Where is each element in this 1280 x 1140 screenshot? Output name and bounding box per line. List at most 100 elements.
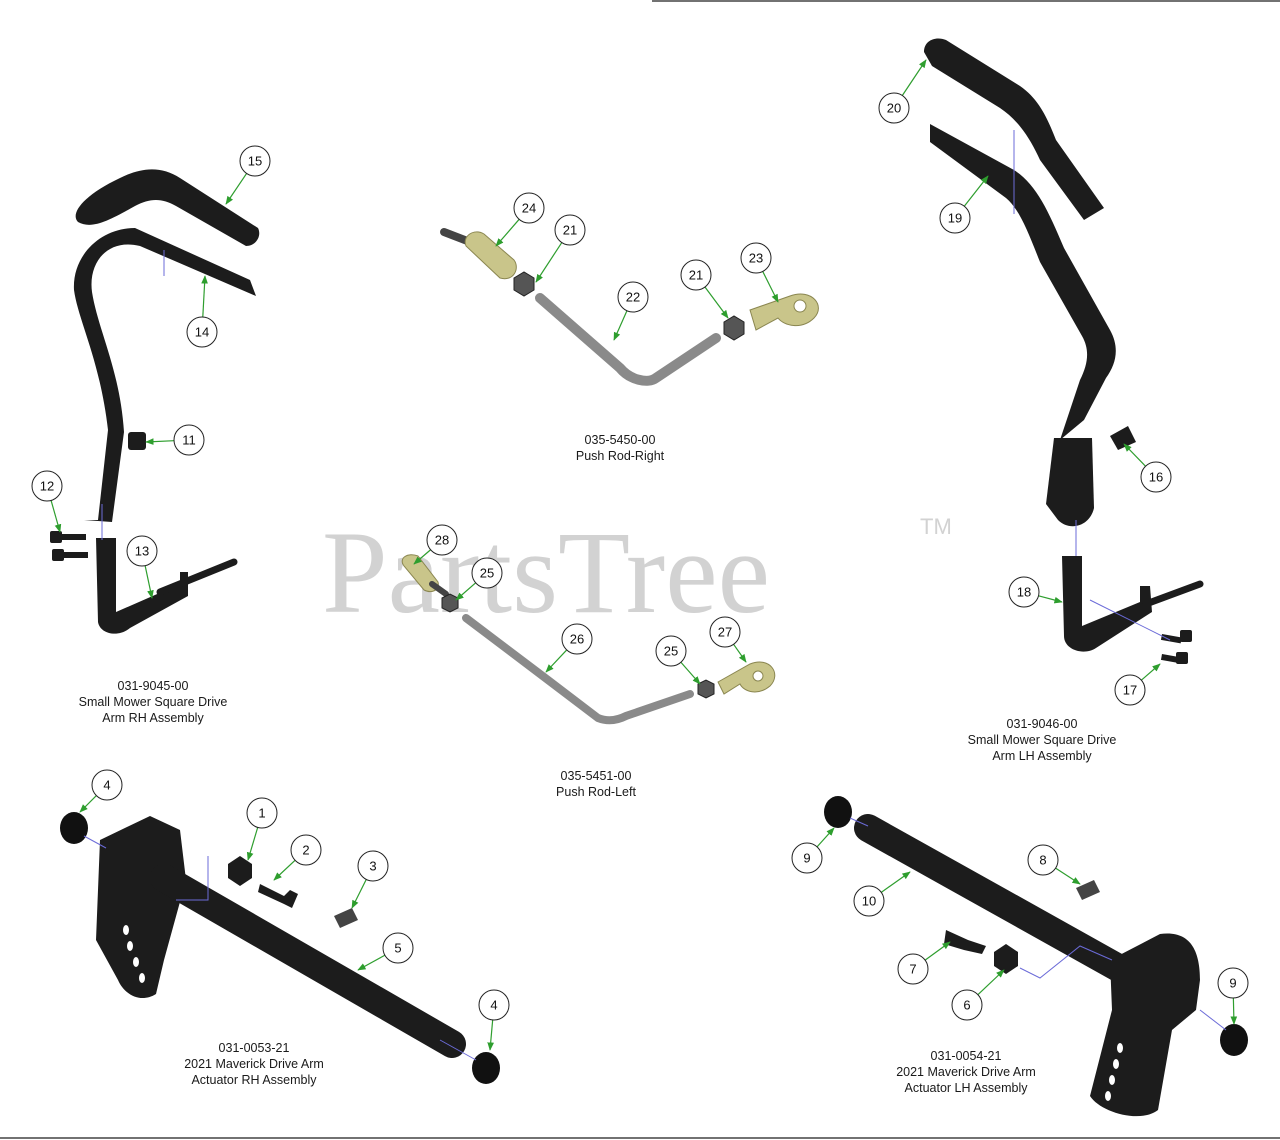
- part-1-nut: [228, 856, 252, 886]
- part-25-nut-b: [697, 679, 715, 699]
- callout-c6: 6: [951, 969, 1005, 1021]
- callout-label: 20: [887, 101, 901, 116]
- callout-circle: [791, 842, 823, 874]
- caption-line: Push Rod-Left: [556, 785, 636, 799]
- caption-line: Arm RH Assembly: [102, 711, 204, 725]
- callout-label: 13: [135, 544, 149, 559]
- callout-c14: 14: [186, 275, 218, 348]
- callout-c17: 17: [1114, 663, 1161, 706]
- callout-label: 4: [103, 778, 110, 793]
- part-17-bolts: [1160, 630, 1192, 664]
- callout-label: 17: [1123, 683, 1137, 698]
- callout-circle: [471, 557, 503, 589]
- callout-label: 6: [963, 998, 970, 1013]
- callout-c28: 28: [413, 524, 458, 565]
- rh-actuator-assembly: [60, 812, 500, 1084]
- callout-label: 9: [1229, 976, 1236, 991]
- caption-line: Arm LH Assembly: [992, 749, 1092, 763]
- part-20-grip: [924, 38, 1104, 220]
- rh-arm-assembly: [50, 169, 260, 634]
- callout-leader: [963, 175, 989, 207]
- callout-leader: [1038, 595, 1063, 604]
- part-18-shaft: [1142, 580, 1204, 608]
- callout-c1: 1: [246, 797, 278, 861]
- part-22-rod: [535, 293, 721, 386]
- caption-part-number: 035-5450-00: [584, 433, 656, 447]
- part-3-fitting: [334, 908, 358, 928]
- callout-label: 9: [803, 851, 810, 866]
- watermark: PartsTree TM: [322, 507, 952, 638]
- callout-c25b: 25: [655, 635, 701, 685]
- callout-circle: [617, 281, 649, 313]
- part-4-cap-a: [60, 812, 88, 844]
- callout-c20: 20: [878, 59, 927, 124]
- callout-circle: [939, 202, 971, 234]
- callout-leader: [201, 275, 208, 318]
- callout-c2: 2: [273, 834, 322, 881]
- part-11-block: [128, 432, 146, 450]
- callout-c25a: 25: [455, 557, 503, 601]
- caption-line: 2021 Maverick Drive Arm: [184, 1057, 324, 1071]
- callout-circle: [173, 424, 205, 456]
- callout-label: 7: [909, 962, 916, 977]
- callout-label: 25: [664, 644, 678, 659]
- caption-line: Actuator LH Assembly: [904, 1081, 1028, 1095]
- part-13-shaft: [156, 558, 238, 596]
- callout-label: 2: [302, 843, 309, 858]
- callout-c12: 12: [31, 470, 63, 533]
- callout-circle: [853, 885, 885, 917]
- callout-c15: 15: [225, 145, 271, 205]
- callout-leader: [455, 582, 477, 601]
- caption-part-number: 031-9045-00: [117, 679, 189, 693]
- callout-label: 10: [862, 894, 876, 909]
- callout-leader: [704, 286, 729, 319]
- caption-lh-arm: 031-9046-00 Small Mower Square Drive Arm…: [960, 716, 1124, 764]
- callout-c4a: 4: [79, 769, 123, 813]
- part-23-rod-end: [749, 293, 819, 331]
- callout-leader: [246, 827, 259, 861]
- callout-circle: [186, 316, 218, 348]
- part-19-clamp: [1046, 438, 1094, 527]
- callout-c4b: 4: [478, 989, 510, 1051]
- part-2-bolt: [258, 884, 298, 908]
- watermark-brand: PartsTree: [322, 507, 770, 638]
- callout-circle: [357, 850, 389, 882]
- callout-label: 23: [749, 251, 763, 266]
- callout-circle: [709, 616, 741, 648]
- callout-label: 15: [248, 154, 262, 169]
- part-13-bracket: [96, 538, 188, 634]
- part-10-tube: [854, 814, 1154, 994]
- callout-circle: [561, 623, 593, 655]
- part-18-bracket: [1062, 556, 1152, 652]
- callout-leader: [880, 871, 911, 893]
- callout-c19: 19: [939, 175, 989, 234]
- callout-circle: [91, 769, 123, 801]
- callout-circle: [1217, 967, 1249, 999]
- callout-leader: [733, 643, 747, 663]
- caption-part-number: 035-5451-00: [560, 769, 632, 783]
- callout-leader: [487, 1019, 495, 1051]
- callouts: 1514111213242122212328252625272019161817…: [31, 59, 1249, 1051]
- callout-leader: [357, 954, 386, 971]
- part-7-bolt: [944, 930, 986, 954]
- caption-push-rod-left: 035-5451-00 Push Rod-Left: [516, 768, 676, 800]
- part-5-tube: [150, 864, 466, 1058]
- part-6-nut: [994, 944, 1018, 974]
- callout-c8: 8: [1027, 844, 1081, 885]
- callout-circle: [951, 989, 983, 1021]
- part-26-rod: [462, 614, 694, 725]
- caption-line: Actuator RH Assembly: [191, 1073, 317, 1087]
- callout-leader: [50, 500, 62, 533]
- lh-arm-assembly: [924, 38, 1204, 664]
- caption-part-number: 031-9046-00: [1006, 717, 1078, 731]
- callout-label: 1: [258, 806, 265, 821]
- callout-circle: [655, 635, 687, 667]
- caption-line: Small Mower Square Drive: [78, 695, 228, 709]
- callout-label: 28: [435, 533, 449, 548]
- part-24-connector: [464, 231, 517, 280]
- callout-leader: [145, 438, 175, 446]
- part-21-nut-a: [513, 271, 535, 297]
- callout-label: 25: [480, 566, 494, 581]
- callout-c16: 16: [1123, 443, 1172, 493]
- part-14-handle-bar: [73, 228, 256, 522]
